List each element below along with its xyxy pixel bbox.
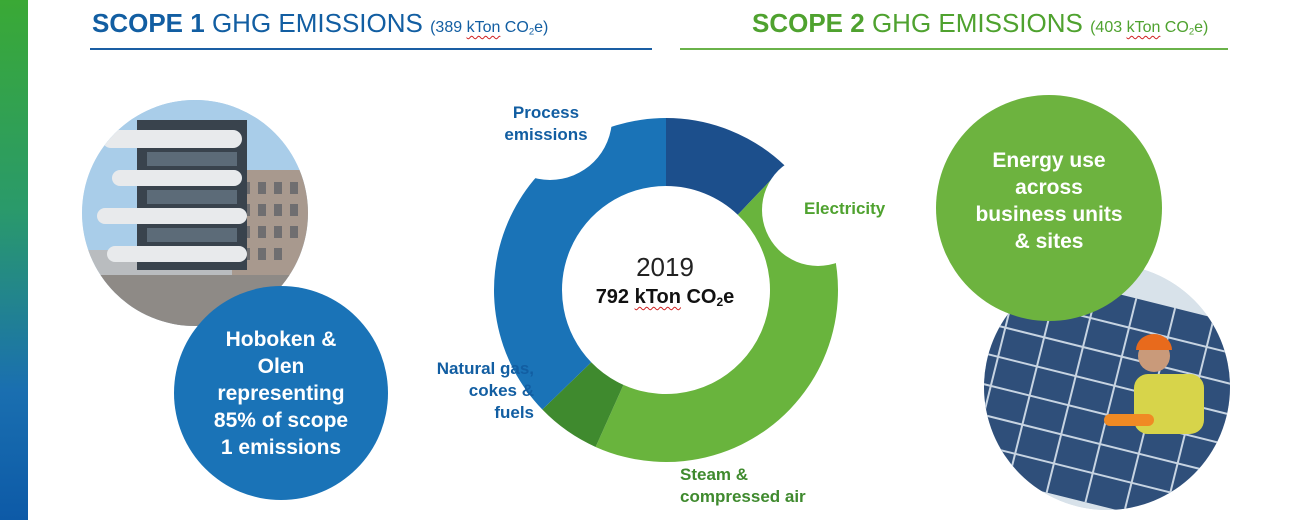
scope1-header-bold: SCOPE 1 bbox=[92, 8, 205, 38]
scope1-rule bbox=[90, 48, 652, 50]
scope2-header-total: (403 kTon CO2e) bbox=[1090, 19, 1209, 38]
donut-center-year: 2019 bbox=[636, 252, 694, 282]
scope2-header-rest: GHG EMISSIONS bbox=[864, 8, 1091, 38]
slice-process-emissions bbox=[666, 118, 785, 215]
emissions-donut-chart bbox=[480, 60, 860, 520]
scope2-header: SCOPE 2 GHG EMISSIONS (403 kTon CO2e) bbox=[752, 8, 1208, 39]
slice-label-natural-gas: Natural gas,cokes &fuels bbox=[436, 359, 534, 422]
scope1-header-rest: GHG EMISSIONS bbox=[204, 8, 431, 38]
energy-use-circle: Energy use across business units & sites bbox=[936, 95, 1162, 321]
slice-natural-gas bbox=[494, 118, 666, 410]
donut-hole bbox=[564, 188, 768, 392]
slice-steam-compressed-air bbox=[542, 362, 624, 447]
scope1-header: SCOPE 1 GHG EMISSIONS (389 kTon CO2e) bbox=[92, 8, 548, 39]
donut-svg bbox=[488, 60, 860, 463]
scope2-header-bold: SCOPE 2 bbox=[752, 8, 865, 38]
donut-center-total: 792 kTon CO2e bbox=[595, 286, 735, 309]
donut-label-notch-0 bbox=[488, 60, 612, 180]
donut-label-notch-1 bbox=[762, 154, 860, 266]
hoboken-olen-circle: Hoboken & Olen representing 85% of scope… bbox=[174, 286, 388, 500]
scope1-header-total: (389 kTon CO2e) bbox=[430, 19, 549, 38]
left-accent-bar bbox=[0, 0, 28, 520]
slice-label-steam-compressed-air: Steam &compressed air bbox=[680, 465, 806, 506]
scope2-rule bbox=[680, 48, 1228, 50]
building-photo bbox=[82, 100, 308, 326]
hoboken-olen-text: Hoboken & Olen representing 85% of scope… bbox=[213, 327, 349, 459]
energy-use-text: Energy use across business units & sites bbox=[975, 149, 1123, 253]
slice-label-electricity: Electricity bbox=[804, 199, 886, 218]
